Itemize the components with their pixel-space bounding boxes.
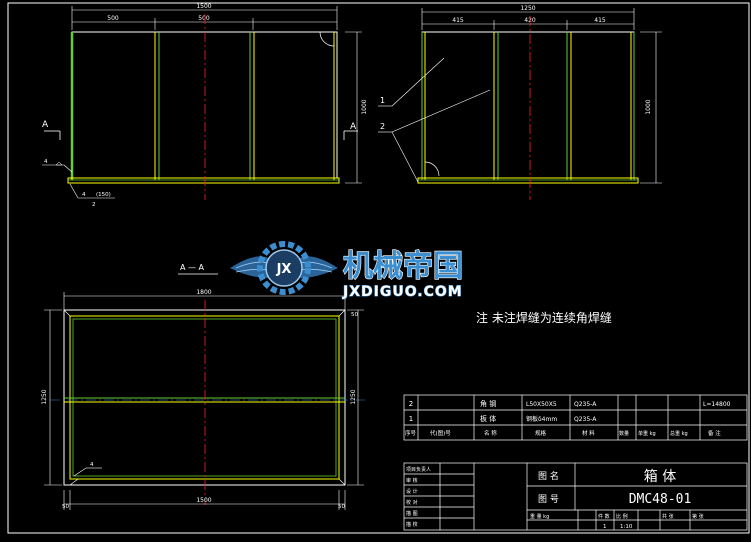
title-block-labels: 项目负责人 审 核 设 计 校 对 描 图 描 校: [406, 466, 431, 528]
svg-text:1: 1: [409, 415, 413, 423]
svg-text:校 对: 校 对: [406, 499, 418, 506]
weld-left: 4: [44, 159, 48, 165]
svg-text:1:10: 1:10: [620, 524, 633, 530]
drawing-name: 箱 体: [644, 469, 676, 485]
section-dim-top: 1800: [196, 289, 211, 296]
svg-text:备 注: 备 注: [708, 429, 721, 437]
side-view: 1250 415 420 415 1000 1 2: [378, 5, 662, 200]
svg-text:代(图)号: 代(图)号: [430, 429, 451, 437]
svg-text:角 钢: 角 钢: [480, 399, 496, 408]
section-mark-right: A: [350, 122, 357, 132]
section-dim-small-right: 50: [351, 312, 358, 318]
svg-text:名 称: 名 称: [484, 429, 497, 437]
bom-header: 序号 代(图)号 名 称 规格 材 料 数量 单重 kg 总重 kg 备 注: [405, 429, 721, 437]
section-weld: 4: [90, 462, 94, 468]
drawing-number-label: 图 号: [538, 494, 559, 505]
svg-text:描 校: 描 校: [406, 521, 418, 528]
side-dim-height: 1000: [645, 99, 652, 114]
section-dim-right: 1250: [350, 389, 357, 404]
svg-text:L=14800: L=14800: [703, 401, 731, 408]
svg-text:2: 2: [409, 400, 413, 408]
svg-text:L50X50X5: L50X50X5: [526, 401, 557, 408]
weld-bottom: 4: [82, 192, 86, 198]
svg-text:重 量 kg: 重 量 kg: [530, 513, 549, 520]
drawing-number: DMC48-01: [629, 492, 692, 507]
drawing-name-label: 图 名: [538, 470, 559, 482]
leader-2: 2: [380, 122, 385, 131]
svg-text:单重 kg: 单重 kg: [638, 430, 656, 437]
svg-text:规格: 规格: [535, 429, 547, 437]
svg-text:设 计: 设 计: [406, 488, 418, 495]
weld-sub: 2: [92, 202, 96, 208]
section-dim-small-bottom-right: 50: [338, 504, 345, 510]
svg-text:审 核: 审 核: [406, 477, 418, 484]
svg-text:第 张: 第 张: [692, 513, 704, 520]
svg-text:项目负责人: 项目负责人: [406, 466, 431, 473]
front-dim-height: 1000: [361, 99, 368, 114]
bom-row-2: 2 角 钢 L50X50X5 Q235-A L=14800: [409, 399, 731, 408]
svg-text:钢板δ4mm: 钢板δ4mm: [526, 415, 557, 423]
bom-row-1: 1 板 体 钢板δ4mm Q235-A: [409, 414, 597, 423]
front-dim-seg1: 500: [107, 15, 119, 22]
svg-text:板 体: 板 体: [480, 414, 496, 423]
section-mark-left: A: [42, 120, 49, 130]
svg-text:件 数: 件 数: [598, 513, 610, 520]
svg-text:数量: 数量: [619, 430, 629, 437]
svg-text:描 图: 描 图: [406, 510, 418, 517]
front-dim-total: 1500: [196, 3, 211, 10]
svg-text:序号: 序号: [405, 429, 417, 437]
svg-text:共 张: 共 张: [662, 513, 674, 520]
drawing-note: 注 未注焊缝为连续角焊缝: [476, 310, 612, 325]
title-block-bottom: 重 量 kg 件 数 比 例 共 张 第 张 1 1:10: [530, 513, 704, 530]
svg-text:总重 kg: 总重 kg: [670, 430, 688, 437]
svg-text:比 例: 比 例: [616, 513, 628, 520]
logo-name-en: JXDIGUO.COM: [342, 284, 463, 300]
side-dim-seg1: 415: [452, 17, 464, 24]
section-dim-small-left: 50: [62, 504, 69, 510]
svg-text:Q235-A: Q235-A: [574, 416, 597, 423]
title-block: [403, 462, 748, 531]
front-view: 1500 500 500 1000 A A 4: [42, 3, 368, 208]
site-logo: JX 机械帝国 JXDIGUO.COM: [230, 241, 464, 301]
side-dim-seg3: 415: [594, 17, 606, 24]
svg-text:Q235-A: Q235-A: [574, 401, 597, 408]
drawing-border: [7, 2, 750, 534]
svg-text:材 料: 材 料: [582, 429, 595, 437]
section-dim-bottom: 1500: [196, 497, 211, 504]
side-dim-total: 1250: [520, 5, 535, 12]
section-dim-left: 1250: [41, 389, 48, 404]
weld-bottom-note: (150): [96, 192, 111, 198]
logo-name-cn: 机械帝国: [343, 249, 463, 284]
front-dim-seg2: 500: [198, 15, 210, 22]
section-view: A — A 1800 1250 1250 50 1500 50 50: [41, 263, 365, 510]
section-title: A — A: [180, 263, 205, 272]
svg-text:1: 1: [603, 524, 607, 530]
leader-1: 1: [380, 96, 385, 105]
bom-table: [403, 394, 748, 441]
logo-emblem: JX: [276, 262, 292, 277]
